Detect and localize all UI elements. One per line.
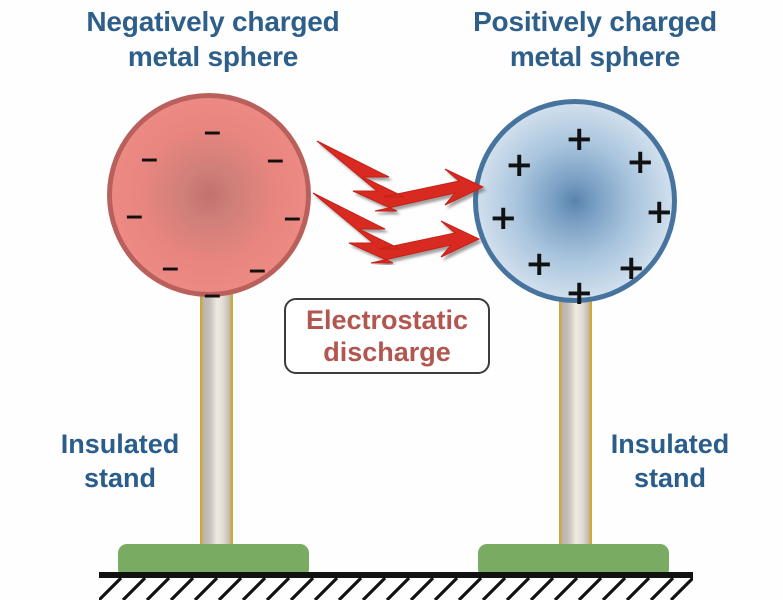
insulated-stand-pole-left xyxy=(200,292,233,560)
positively-charged-metal-sphere: ++++++++ xyxy=(473,99,677,310)
negative-charge-symbol-3: – xyxy=(267,143,284,176)
positive-charge-symbol-1: + xyxy=(565,119,594,159)
positive-charge-symbol-8: + xyxy=(565,273,594,313)
ground-hatching xyxy=(97,572,695,600)
positive-charge-symbol-3: + xyxy=(626,142,655,182)
positive-charge-symbol-2: + xyxy=(505,145,534,185)
negative-charge-symbol-4: – xyxy=(126,199,143,232)
positive-charge-symbol-7: + xyxy=(617,248,646,288)
negative-charge-symbol-1: – xyxy=(204,115,221,148)
negative-charge-symbol-7: – xyxy=(249,253,266,286)
negative-charge-symbol-8: – xyxy=(204,278,221,311)
negative-charge-symbol-2: – xyxy=(141,142,158,175)
positive-charge-symbol-6: + xyxy=(525,244,554,284)
insulated-stand-pole-right xyxy=(559,292,592,560)
electrostatic-discharge-bolts xyxy=(305,125,490,265)
discharge-bolt-upper xyxy=(316,140,485,212)
negative-charge-symbol-6: – xyxy=(162,251,179,284)
positive-charge-symbol-4: + xyxy=(489,198,518,238)
discharge-bolt-lower xyxy=(312,192,481,264)
negative-charge-symbol-5: – xyxy=(284,201,301,234)
negatively-charged-metal-sphere: –––––––– xyxy=(107,93,311,310)
positive-charge-symbol-5: + xyxy=(645,192,674,232)
